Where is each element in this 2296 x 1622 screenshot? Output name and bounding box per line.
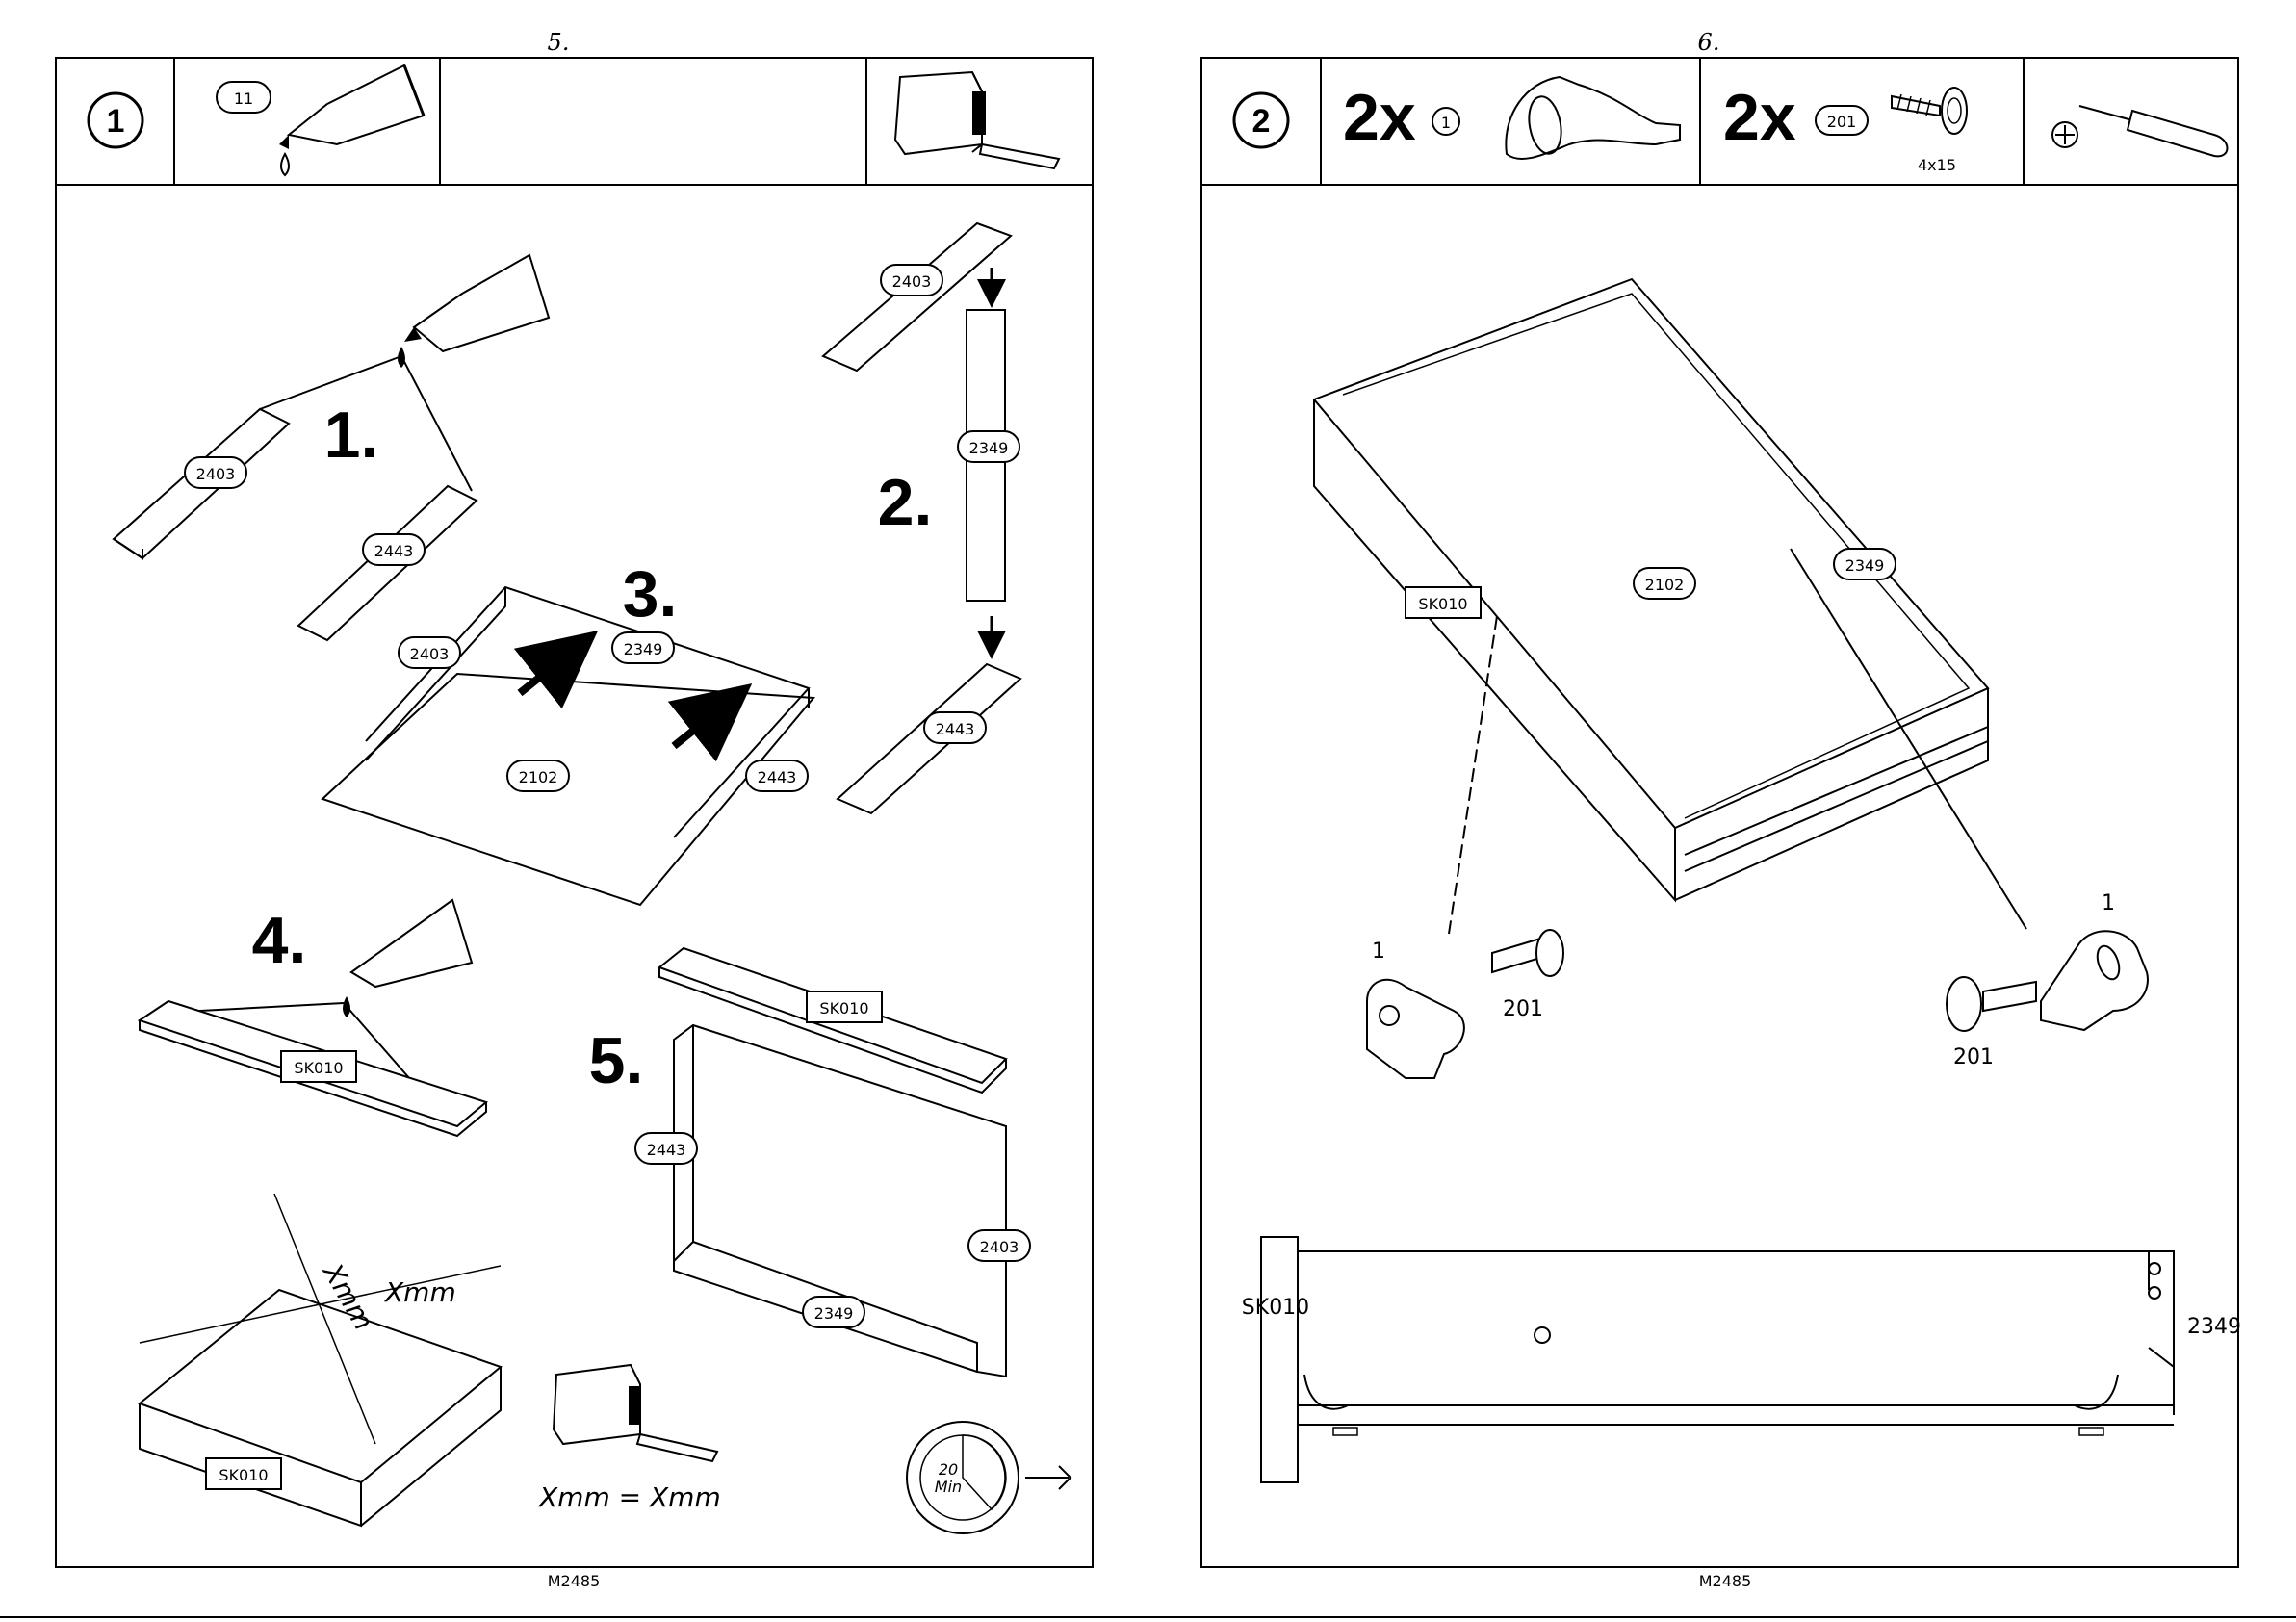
- svg-text:2349: 2349: [624, 640, 663, 658]
- part-label-2102-right: 2102: [1634, 568, 1695, 599]
- bracket-left-detail: 1 201: [1367, 930, 1563, 1078]
- svg-text:2403: 2403: [410, 645, 450, 663]
- part-label-2403-d: 2403: [968, 1230, 1030, 1261]
- part-label-2349-b: 2349: [612, 632, 674, 663]
- measure-tape-small-icon: [554, 1365, 717, 1461]
- substep-2-side-rails: 2. 2403 2349 2443: [823, 223, 1020, 813]
- drawer-side-view: SK010 2349: [1242, 1237, 2241, 1482]
- tape-measure-icon: [895, 72, 1059, 168]
- svg-text:2349: 2349: [1845, 556, 1885, 575]
- svg-text:SK010: SK010: [294, 1059, 343, 1077]
- glue-tube-icon: 11: [217, 65, 424, 175]
- drying-timer-icon: 20 Min: [907, 1422, 1071, 1533]
- svg-text:1: 1: [107, 103, 125, 140]
- svg-text:2102: 2102: [519, 768, 558, 786]
- svg-text:SK010: SK010: [219, 1466, 268, 1484]
- timer-value: 20: [939, 1460, 958, 1479]
- part-label-2403-a: 2403: [185, 457, 246, 488]
- part-label-sk010-right: SK010: [1406, 587, 1481, 618]
- part-label-2349-a: 2349: [958, 431, 1019, 462]
- step-badge-2: 2: [1234, 93, 1288, 147]
- part-label-sk010-a: SK010: [281, 1051, 356, 1082]
- footer-code-right: M2485: [1699, 1572, 1752, 1590]
- assembled-drawer-iso: SK010 2102 2349: [1314, 279, 2026, 934]
- diagonal-check-drawer: Xmm Xmm SK010: [140, 1194, 501, 1526]
- part-badge-1: 1: [1432, 108, 1459, 135]
- svg-text:2403: 2403: [980, 1238, 1019, 1256]
- substep-1-glue-parts: 1. 2403 2443: [114, 255, 549, 640]
- bracket-quantity: 2x: [1343, 81, 1416, 154]
- screw-quantity: 2x: [1723, 81, 1796, 154]
- svg-text:201: 201: [1827, 113, 1857, 131]
- side-view-label-sk010: SK010: [1242, 1296, 1309, 1320]
- step-badge-1: 1: [89, 93, 142, 147]
- bracket-icon: [1506, 77, 1680, 159]
- substep-5-attach-front: 5. SK010 2443 2403 2349: [589, 948, 1030, 1377]
- part-label-sk010-b: SK010: [807, 991, 882, 1022]
- part-label-2443-d: 2443: [635, 1133, 697, 1164]
- screw-icon: [1892, 88, 1967, 134]
- side-view-label-2349: 2349: [2187, 1315, 2241, 1339]
- part-label-2443-b: 2443: [924, 712, 986, 743]
- screw-left-label: 201: [1503, 997, 1543, 1021]
- page-number-left: 5.: [548, 29, 570, 56]
- phillips-screwdriver-icon: [2052, 106, 2228, 156]
- svg-text:2: 2: [1252, 103, 1271, 140]
- substep-1-label: 1.: [324, 399, 379, 472]
- measure-equation: Xmm = Xmm: [537, 1481, 721, 1513]
- substep-2-label: 2.: [878, 466, 933, 539]
- substep-4-glue-front: 4. SK010: [140, 900, 486, 1136]
- part-label-2403-b: 2403: [881, 265, 942, 296]
- timer-unit: Min: [935, 1478, 962, 1496]
- svg-text:1: 1: [1441, 114, 1451, 132]
- part-label-2403-c: 2403: [399, 637, 460, 668]
- svg-text:2349: 2349: [969, 439, 1009, 457]
- part-label-2349-c: 2349: [803, 1297, 864, 1327]
- part-label-2349-right: 2349: [1834, 549, 1896, 579]
- bracket-left-label: 1: [1372, 940, 1385, 964]
- svg-text:2403: 2403: [892, 272, 932, 291]
- screw-size-label: 4x15: [1918, 156, 1956, 174]
- svg-text:SK010: SK010: [1418, 595, 1467, 613]
- part-label-2102-left: 2102: [507, 760, 569, 791]
- part-badge-201: 201: [1816, 106, 1868, 135]
- page-number-right: 6.: [1698, 29, 1720, 56]
- part-label-2443-c: 2443: [746, 760, 808, 791]
- dimension-label-diagonal-2: Xmm: [383, 1276, 456, 1308]
- svg-text:2443: 2443: [647, 1141, 686, 1159]
- substep-3-insert-bottom: 3. 2403 2349 2102 2443: [322, 557, 813, 905]
- dimension-label-diagonal-1: Xmm: [316, 1256, 379, 1335]
- footer-code-left: M2485: [548, 1572, 601, 1590]
- svg-text:2403: 2403: [196, 465, 236, 483]
- screw-right-label: 201: [1953, 1045, 1994, 1069]
- substep-5-label: 5.: [589, 1024, 644, 1097]
- substep-4-label: 4.: [252, 904, 307, 977]
- svg-text:2443: 2443: [936, 720, 975, 738]
- left-page: 5. 1 11 1.: [56, 29, 1093, 1590]
- bracket-right-detail: 1 201: [1947, 891, 2148, 1069]
- part-label-2443-a: 2443: [363, 534, 425, 565]
- svg-text:2443: 2443: [758, 768, 797, 786]
- svg-text:SK010: SK010: [819, 999, 868, 1017]
- part-label-sk010-c: SK010: [206, 1458, 281, 1489]
- right-page: 6. 2 2x 1 2x 201 4x: [1201, 29, 2241, 1590]
- substep-3-label: 3.: [623, 557, 678, 631]
- svg-text:2443: 2443: [374, 542, 414, 560]
- bracket-right-label: 1: [2102, 891, 2115, 915]
- svg-text:2102: 2102: [1645, 576, 1685, 594]
- glue-part-badge: 11: [234, 90, 253, 108]
- svg-text:2349: 2349: [814, 1304, 854, 1323]
